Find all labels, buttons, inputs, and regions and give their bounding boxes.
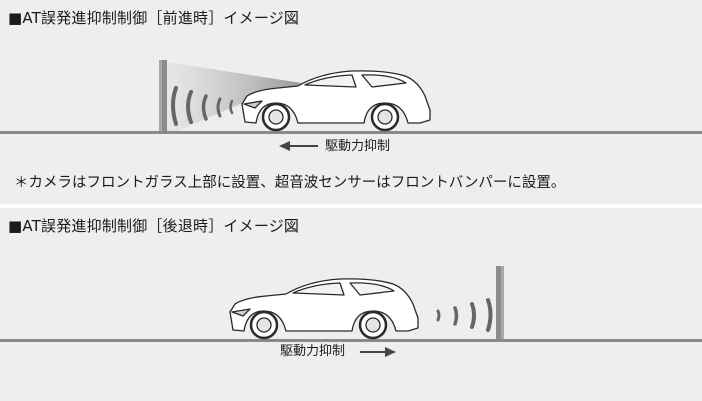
camera-beam-icon	[167, 62, 308, 131]
ground-line	[0, 131, 702, 134]
car-icon	[241, 70, 431, 132]
forward-drive-label: 駆動力抑制	[325, 139, 391, 154]
wall-icon	[496, 266, 504, 339]
reverse-panel: ■AT誤発進抑制制御［後退時］イメージ図	[0, 208, 702, 401]
forward-scene	[0, 60, 702, 151]
reverse-panel-title: ■AT誤発進抑制制御［後退時］イメージ図	[8, 217, 300, 235]
reverse-scene	[0, 266, 702, 357]
arrow-left-icon	[279, 141, 318, 151]
car-icon	[229, 278, 419, 340]
sensor-note: ＊カメラはフロントガラス上部に設置、超音波センサーはフロントバンパーに設置。	[14, 175, 566, 191]
ultrasonic-wave-icon	[436, 298, 493, 332]
arrow-right-icon	[360, 347, 396, 357]
reverse-drive-label: 駆動力抑制	[280, 344, 346, 359]
forward-panel: ■AT誤発進抑制制御［前進時］イメージ図	[0, 0, 702, 204]
wall-icon	[159, 60, 167, 131]
ground-line	[0, 339, 702, 342]
ultrasonic-wave-icon	[171, 86, 234, 126]
forward-panel-title: ■AT誤発進抑制制御［前進時］イメージ図	[8, 9, 300, 27]
